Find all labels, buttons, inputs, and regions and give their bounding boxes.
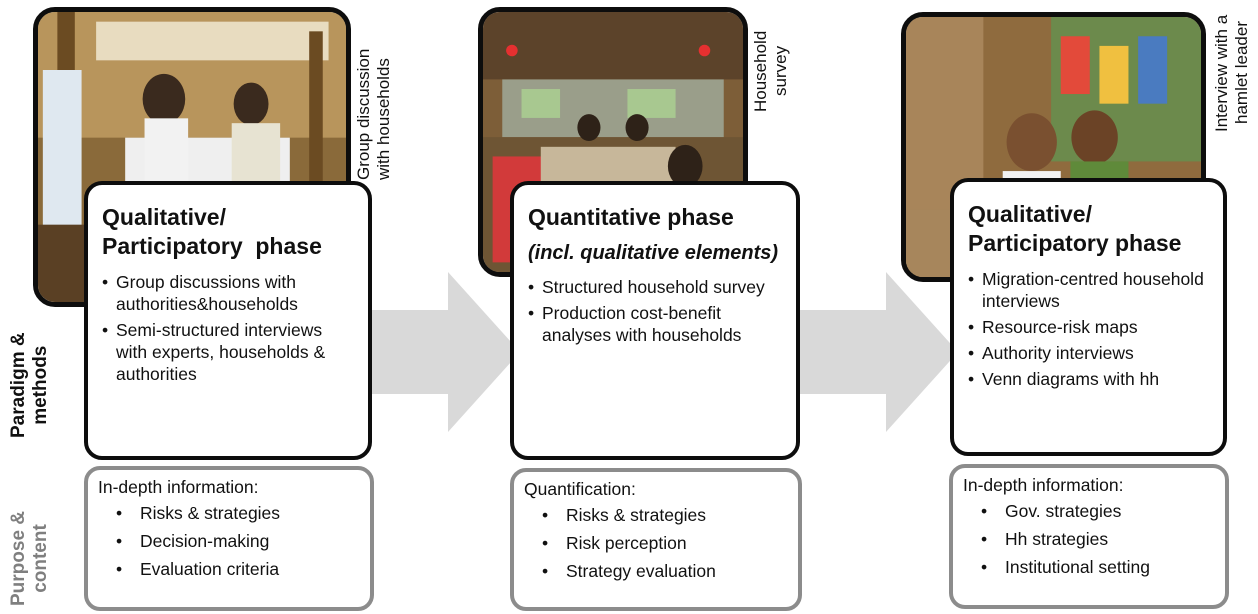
purpose-item: Gov. strategies [963, 500, 1215, 522]
purpose-box-phase-2: Quantification: Risks & strategies Risk … [510, 468, 802, 611]
purpose-list: Risks & strategies Decision-making Evalu… [98, 502, 360, 580]
phase-title: Qualitative/ Participatory phase [102, 203, 354, 261]
methods-box-phase-3: Qualitative/ Participatory phase Migrati… [950, 178, 1227, 456]
caption-line: Group discussion [354, 48, 373, 180]
row-label-purpose-content: Purpose & content [8, 511, 52, 606]
phase-title-line: Qualitative/ [968, 201, 1092, 227]
purpose-list: Risks & strategies Risk perception Strat… [524, 504, 788, 582]
purpose-heading: In-depth information: [98, 477, 259, 497]
method-item: Group discussions with authorities&house… [102, 271, 354, 315]
purpose-item: Risk perception [524, 532, 788, 554]
purpose-heading: In-depth information: [963, 475, 1124, 495]
phase-subtitle: (incl. qualitative elements) [528, 242, 779, 264]
phase-title: Qualitative/ Participatory phase [968, 200, 1209, 258]
phase-title-line: Participatory phase [102, 233, 322, 259]
caption-line: Interview with a [1212, 14, 1231, 132]
caption-line: survey [771, 45, 790, 96]
purpose-item: Institutional setting [963, 556, 1215, 578]
purpose-item: Hh strategies [963, 528, 1215, 550]
caption-group-discussion: Group discussion with households [354, 49, 394, 180]
purpose-box-phase-3: In-depth information: Gov. strategies Hh… [949, 464, 1229, 609]
methods-box-phase-2: Quantitative phase (incl. qualitative el… [510, 181, 800, 460]
photo-household-survey [478, 7, 748, 277]
purpose-list: Gov. strategies Hh strategies Institutio… [963, 500, 1215, 578]
phase-title: Quantitative phase [528, 203, 782, 232]
row-label-paradigm-methods: Paradigm & methods [8, 332, 52, 438]
arrow-2-to-3 [800, 272, 958, 432]
phase-title-line: Quantitative phase [528, 204, 734, 230]
methods-box-phase-1: Qualitative/ Participatory phase Group d… [84, 181, 372, 460]
row-label-line: methods [30, 345, 51, 425]
method-item: Structured household survey [528, 276, 782, 298]
method-item: Production cost-benefit analyses with ho… [528, 302, 782, 346]
method-item: Resource-risk maps [968, 316, 1209, 338]
row-label-line: Purpose & [8, 510, 29, 606]
methods-list: Structured household survey Production c… [528, 276, 782, 346]
purpose-item: Evaluation criteria [98, 558, 360, 580]
method-item: Venn diagrams with hh [968, 368, 1209, 390]
row-label-line: content [30, 524, 51, 593]
purpose-box-phase-1: In-depth information: Risks & strategies… [84, 466, 374, 611]
arrow-1-to-2 [372, 272, 520, 432]
phase-title-line: Participatory phase [968, 230, 1182, 256]
purpose-item: Risks & strategies [524, 504, 788, 526]
purpose-item: Risks & strategies [98, 502, 360, 524]
purpose-item: Strategy evaluation [524, 560, 788, 582]
methods-list: Group discussions with authorities&house… [102, 271, 354, 385]
purpose-heading: Quantification: [524, 479, 636, 499]
method-item: Migration-centred household interviews [968, 268, 1209, 312]
phase-title-line: Qualitative/ [102, 204, 226, 230]
caption-line: Household [751, 30, 770, 112]
row-label-line: Paradigm & [8, 332, 29, 438]
purpose-item: Decision-making [98, 530, 360, 552]
method-item: Authority interviews [968, 342, 1209, 364]
caption-line: hamlet leader [1232, 20, 1251, 124]
methods-list: Migration-centred household interviews R… [968, 268, 1209, 390]
method-item: Semi-structured interviews with experts,… [102, 319, 354, 385]
caption-household-survey: Household survey [751, 31, 791, 112]
caption-line: with households [374, 58, 393, 180]
caption-hamlet-leader: Interview with a hamlet leader [1212, 15, 1252, 132]
